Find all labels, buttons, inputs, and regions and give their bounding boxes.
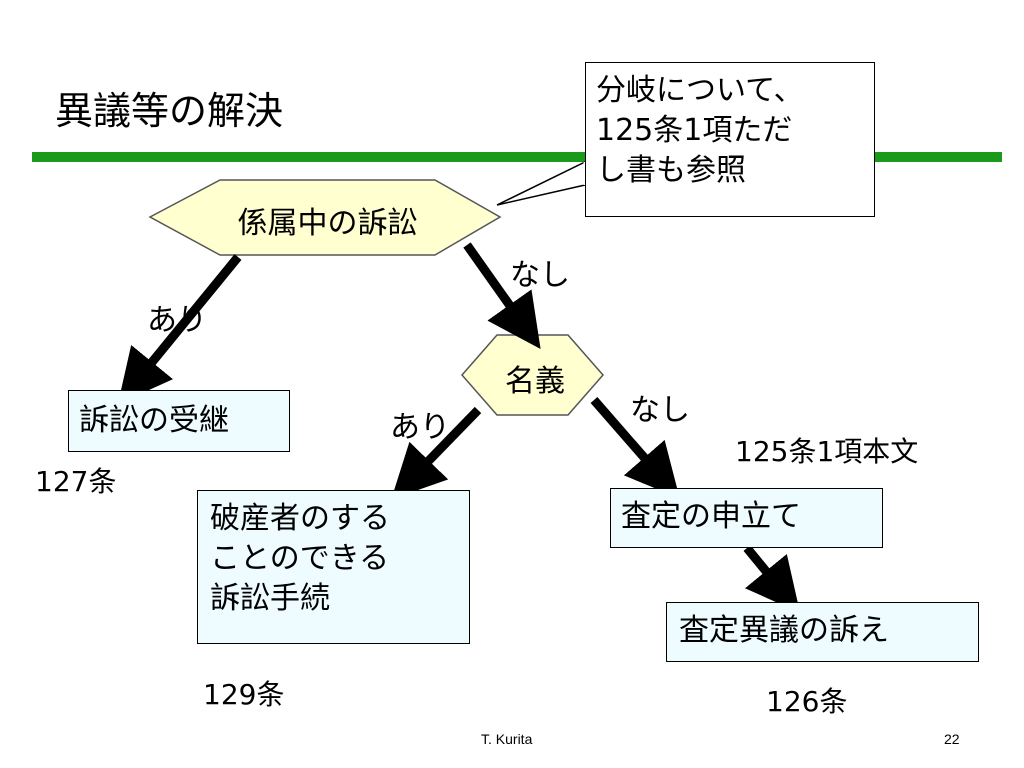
assessment-label: 査定の申立て — [621, 499, 801, 534]
ref-125: 125条1項本文 — [735, 435, 919, 468]
pending-suit-hexagon — [148, 179, 502, 256]
footer-author: T. Kurita — [481, 731, 533, 747]
meigi-label: 名義 — [505, 364, 565, 399]
bankrupt-proc-line: 破産者のする — [210, 501, 390, 536]
ref-129: 129条 — [203, 678, 285, 711]
page-number: 22 — [944, 731, 960, 747]
callout-line: 125条1項ただ — [596, 113, 793, 148]
arrow-meigi-to-bankrupt-proc — [391, 406, 482, 500]
ref-127: 127条 — [35, 465, 117, 498]
slide-title: 異議等の解決 — [55, 89, 284, 133]
assessment-box: 査定の申立て — [610, 488, 883, 548]
edge-label-ari: あり — [147, 303, 207, 338]
bankrupt-proc-line: 訴訟手続 — [210, 581, 330, 616]
objection-suit-label: 査定異議の訴え — [679, 613, 889, 648]
callout-pointer — [496, 160, 586, 206]
edge-label-nashi: なし — [630, 393, 690, 428]
arrow-assessment-to-objection — [743, 545, 801, 613]
pending-suit-label: 係属中の訴訟 — [237, 206, 418, 241]
ref-126: 126条 — [766, 685, 848, 718]
bankrupt-proc-box: 破産者のする ことのできる 訴訟手続 — [197, 490, 470, 644]
bankrupt-proc-line: ことのできる — [210, 541, 390, 576]
objection-suit-box: 査定異議の訴え — [666, 602, 979, 662]
callout-line: 分岐について、 — [596, 73, 804, 108]
edge-label-nashi: なし — [510, 258, 570, 293]
edge-label-ari: あり — [390, 410, 450, 445]
arrow-pending-to-succession — [117, 254, 242, 404]
arrow-meigi-to-assessment — [590, 397, 680, 499]
callout-note: 分岐について、 125条1項ただ し書も参照 — [585, 62, 875, 217]
succession-label: 訴訟の受継 — [79, 403, 229, 438]
succession-box: 訴訟の受継 — [68, 390, 290, 452]
arrow-pending-to-meigi — [463, 242, 541, 350]
callout-line: し書も参照 — [596, 153, 746, 188]
title-divider — [32, 152, 1002, 162]
